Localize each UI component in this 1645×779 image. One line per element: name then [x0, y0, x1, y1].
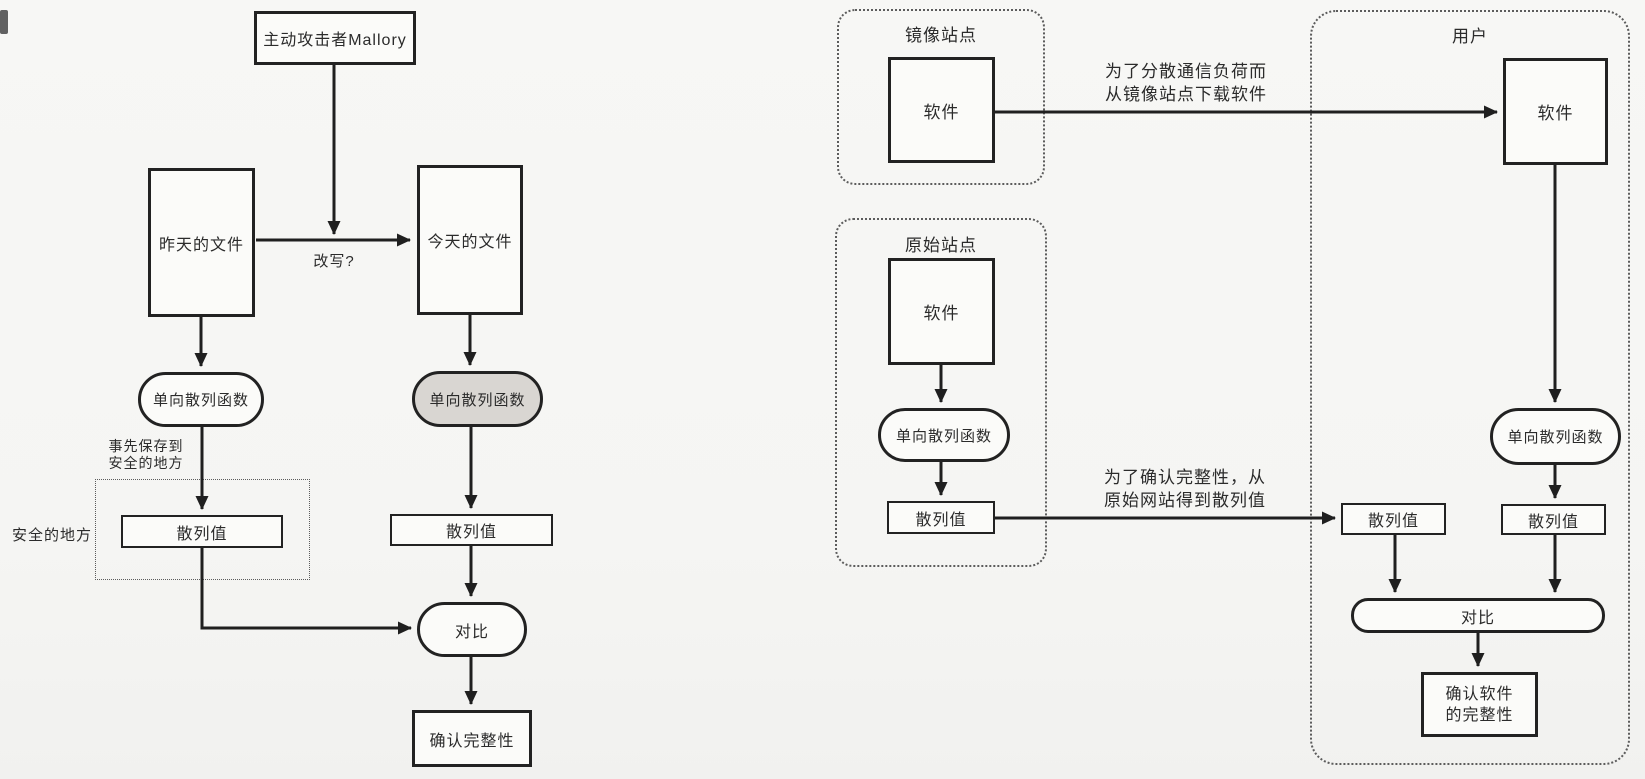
download-note: 为了分散通信负荷而 从镜像站点下载软件: [1105, 62, 1267, 104]
safe-place-label: 安全的地方: [12, 527, 93, 544]
hash-value-yesterday-node: 散列值: [121, 515, 283, 548]
hash-value-today-label: 散列值: [445, 524, 497, 541]
hash-fn-yesterday-node: 单向散列函数: [138, 372, 264, 427]
mirror-site-title: 镜像站点: [905, 26, 977, 45]
compare-node-left: 对比: [417, 602, 527, 657]
user-region: [1310, 10, 1630, 765]
today-file-node: 今天的文件: [417, 165, 523, 315]
origin-hash-fn-label: 单向散列函数: [895, 427, 992, 445]
confirm-integrity-label: 确认完整性: [429, 732, 515, 750]
user-compare-label: 对比: [1460, 609, 1495, 627]
confirm-integrity-node: 确认完整性: [412, 710, 532, 767]
hash-value-yesterday-label: 散列值: [176, 525, 228, 543]
hash-fn-yesterday-label: 单向散列函数: [152, 392, 249, 409]
yesterday-file-node: 昨天的文件: [148, 168, 255, 317]
user-hash-value-origin-label: 散列值: [1367, 513, 1419, 530]
scan-artifact: [0, 10, 8, 34]
user-hash-value-computed-label: 散列值: [1527, 513, 1579, 531]
user-software-node: 软件: [1503, 58, 1608, 165]
origin-hash-fn-node: 单向散列函数: [878, 408, 1010, 462]
origin-software-label: 软件: [923, 304, 960, 323]
attacker-node: 主动攻击者Mallory: [254, 11, 416, 65]
save-ahead-note: 事先保存到 安全的地方: [108, 438, 184, 471]
yesterday-file-label: 昨天的文件: [158, 236, 244, 254]
user-hash-fn-label: 单向散列函数: [1507, 429, 1604, 446]
attacker-label: 主动攻击者Mallory: [263, 32, 407, 49]
origin-software-node: 软件: [888, 258, 995, 365]
hash-value-today-node: 散列值: [390, 514, 553, 546]
user-hash-fn-node: 单向散列函数: [1490, 408, 1621, 465]
origin-hash-value-label: 散列值: [915, 511, 967, 529]
user-compare-node: 对比: [1351, 598, 1605, 633]
mirror-software-label: 软件: [923, 102, 960, 122]
compare-label-left: 对比: [454, 623, 489, 641]
today-file-label: 今天的文件: [427, 234, 513, 251]
user-hash-value-computed-node: 散列值: [1501, 504, 1606, 535]
hash-fn-today-node: 单向散列函数: [412, 371, 543, 427]
origin-site-region: [835, 218, 1047, 567]
origin-hash-value-node: 散列值: [887, 501, 995, 534]
origin-site-title: 原始站点: [905, 236, 977, 255]
user-software-label: 软件: [1537, 104, 1574, 123]
user-title: 用户: [1452, 27, 1488, 46]
rewrite-question-label: 改写?: [313, 253, 355, 270]
user-confirm-node: 确认软件 的完整性: [1421, 672, 1538, 737]
user-hash-value-origin-node: 散列值: [1341, 503, 1446, 535]
hash-fn-today-label: 单向散列函数: [429, 391, 526, 409]
mirror-site-region: [837, 9, 1045, 185]
hash-note: 为了确认完整性，从 原始网站得到散列值: [1104, 468, 1266, 510]
mirror-software-node: 软件: [888, 57, 995, 163]
